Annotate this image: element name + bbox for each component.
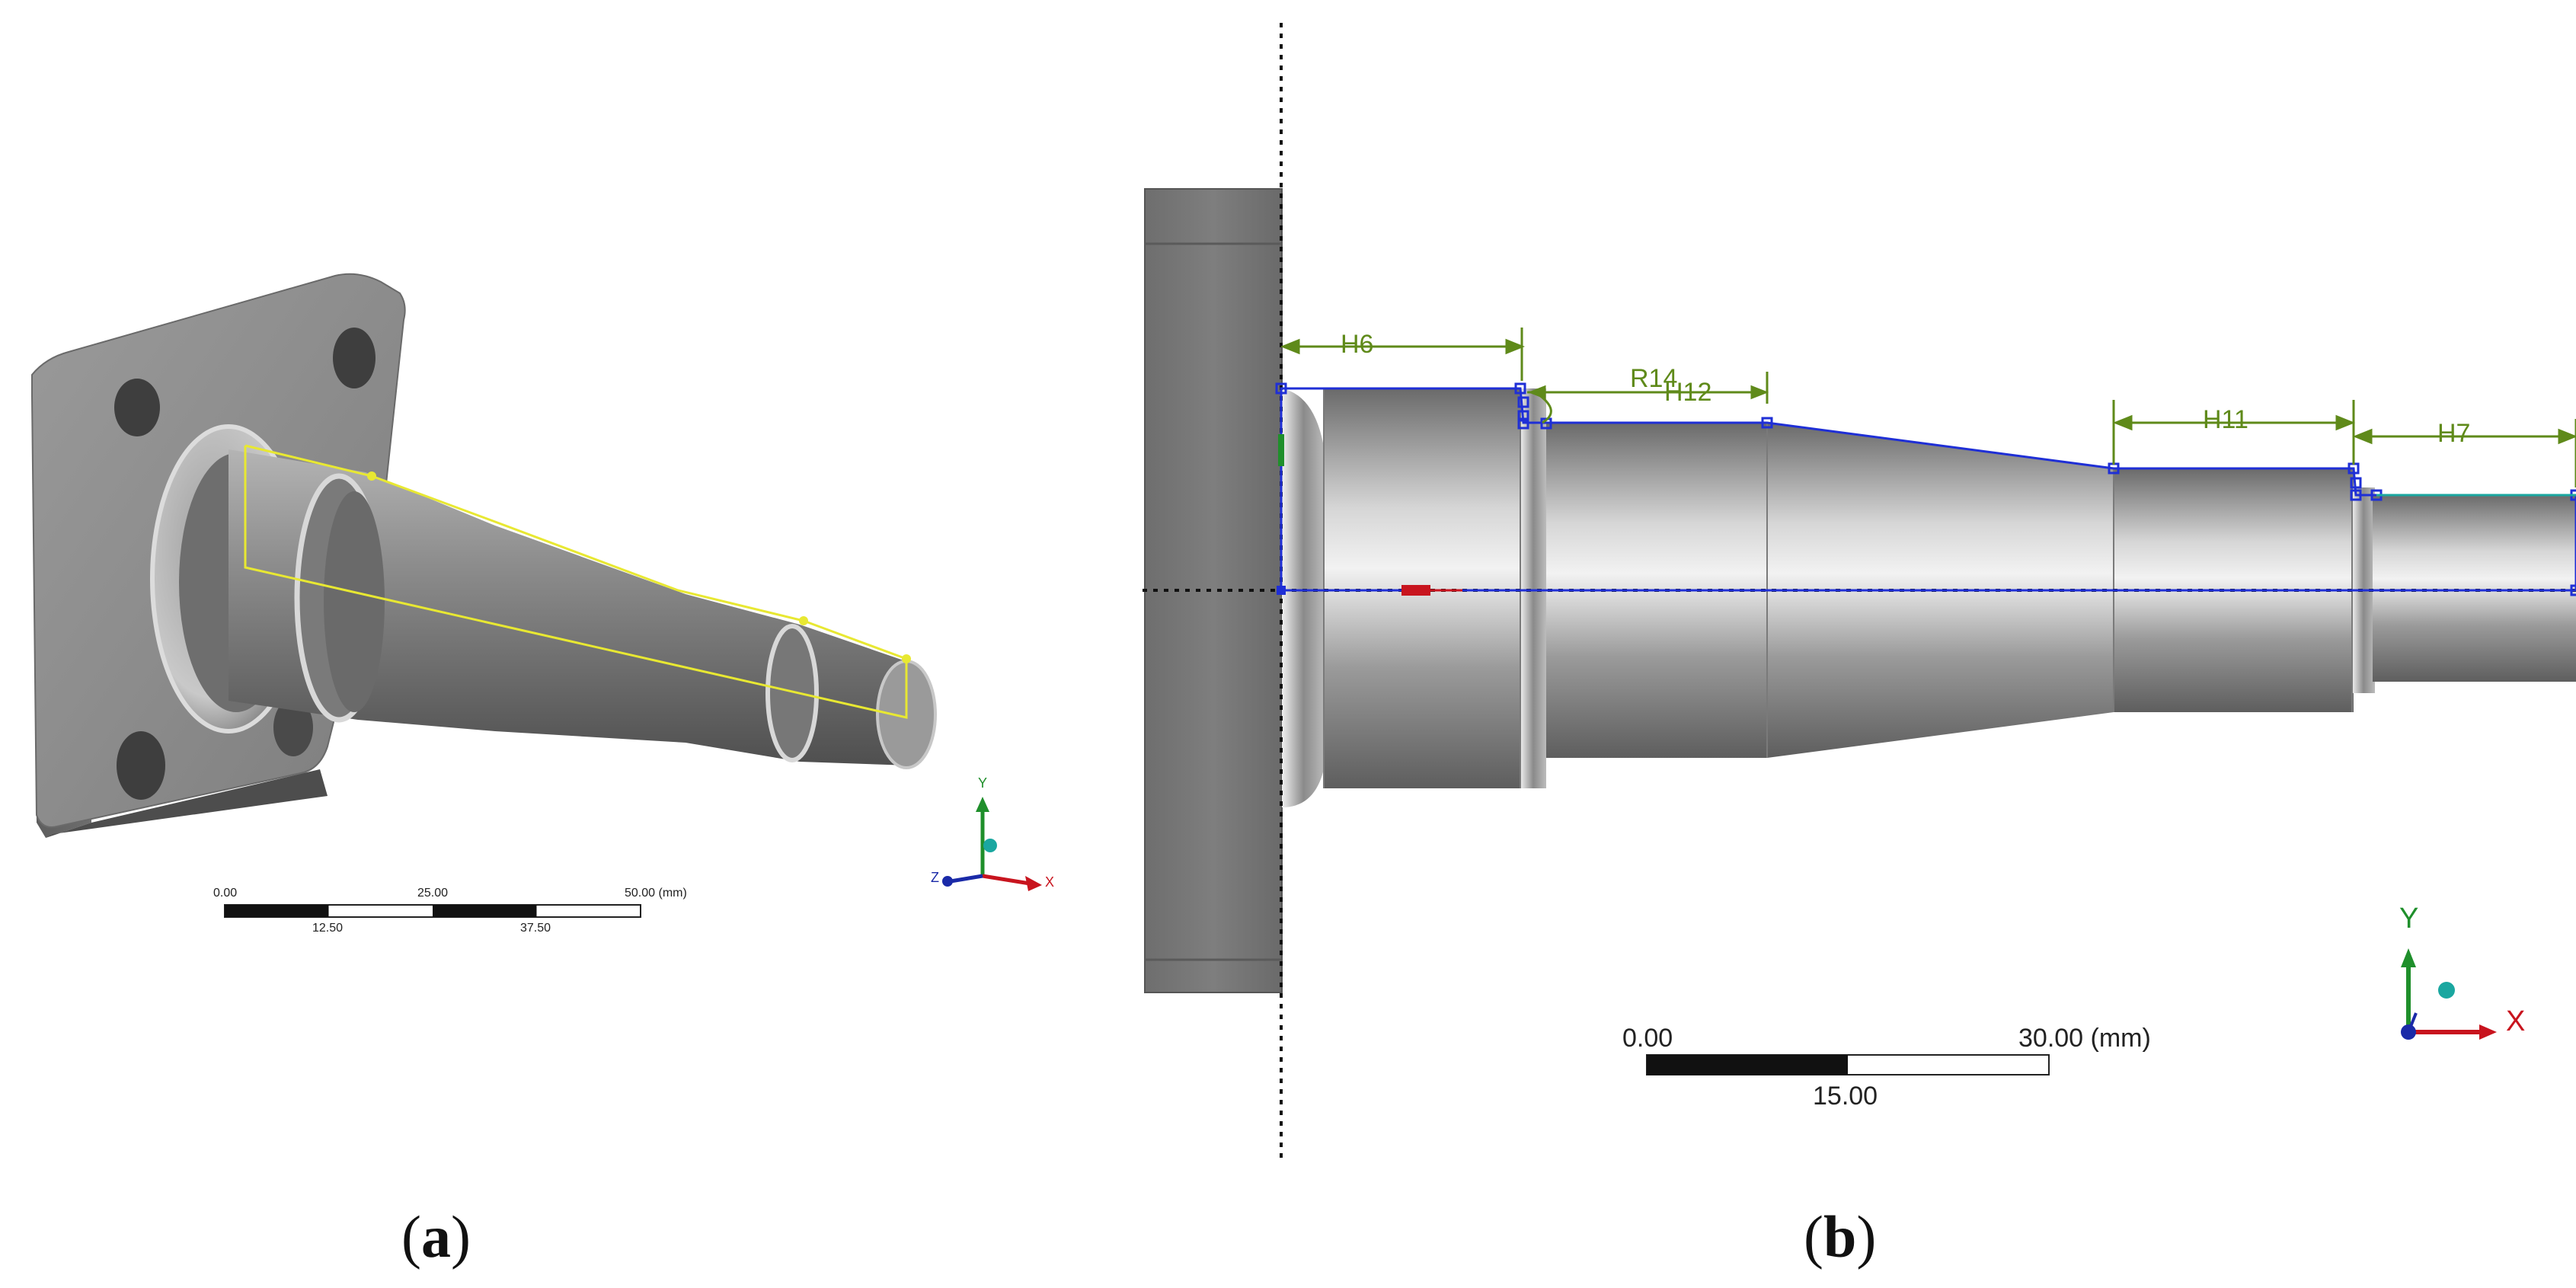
triad-z-label-a: Z: [931, 870, 939, 885]
flange-hole-top-right: [333, 328, 376, 388]
coordinate-triad-a: [942, 797, 1042, 891]
caption-a: (a): [401, 1203, 471, 1270]
panel-b-sketch-view: H6 R14 H12 H11 H7 Y X 0.00 30.00 (mm) 15…: [1143, 0, 2576, 1288]
base-fillet: [1282, 388, 1325, 807]
dimension-lines: [1280, 328, 2576, 487]
caption-b: (b): [1804, 1203, 1877, 1270]
scale-b-tick-0: 0.00: [1622, 1024, 1673, 1053]
triad-x-label-b: X: [2506, 1005, 2526, 1037]
scale-bar-a: [224, 904, 641, 918]
panel-a-isometric-view: Y X Z 0.00 25.00 50.00 (mm) 12.50 37.50 …: [0, 0, 1143, 1288]
dimension-h12: H12: [1664, 378, 1712, 407]
triad-x-label-a: X: [1045, 874, 1055, 890]
dimension-h11: H11: [2203, 405, 2248, 434]
scale-a-tick-4: 50.00 (mm): [625, 887, 687, 900]
dimension-r14: R14: [1630, 364, 1678, 393]
shoulder-ring-2: [765, 624, 819, 762]
scale-b-tick-end: 30.00 (mm): [2018, 1024, 2151, 1053]
triad-y-label-a: Y: [978, 775, 988, 791]
dimension-h7: H7: [2437, 419, 2471, 448]
scale-a-tick-3: 37.50: [520, 922, 551, 935]
flange-hole-top-left: [114, 379, 160, 436]
coordinate-triad-b: [2401, 948, 2497, 1040]
scale-a-tick-2: 25.00: [417, 887, 449, 900]
shoulder-groove-1: [1520, 388, 1546, 788]
isometric-model-canvas: [31, 273, 1042, 918]
triad-y-label-b: Y: [2399, 903, 2419, 935]
dimension-h6: H6: [1341, 330, 1374, 359]
scale-b-tick-mid: 15.00: [1813, 1082, 1878, 1111]
scale-bar-b: [1646, 1054, 2050, 1075]
sketch-view-canvas: [1143, 23, 2576, 1158]
shaft-body: [229, 449, 910, 765]
shaft-segment-end: [2373, 495, 2576, 682]
flange-hole-bottom-left: [117, 731, 165, 800]
flange-hole-bottom-right: [273, 698, 313, 756]
sketch-profile-b: [1280, 387, 2576, 592]
scale-a-tick-0: 0.00: [213, 887, 238, 900]
scale-a-tick-1: 12.50: [312, 922, 344, 935]
origin-x-marker: [1401, 585, 1430, 596]
